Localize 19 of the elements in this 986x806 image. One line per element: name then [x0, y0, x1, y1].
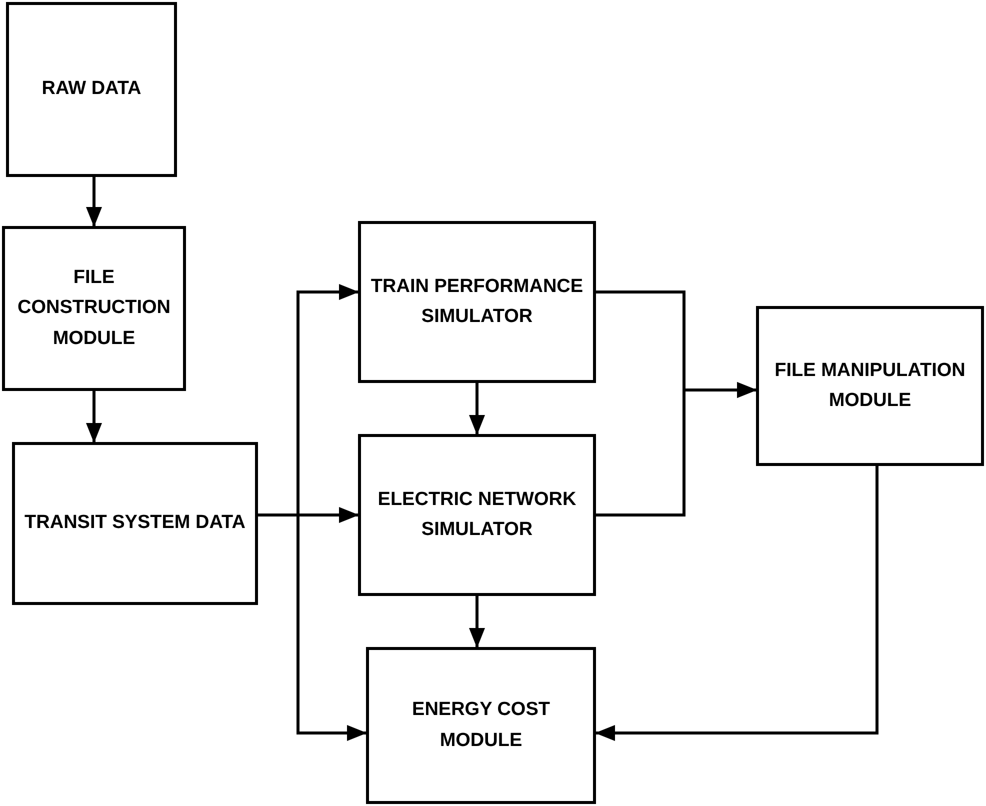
arrow — [86, 177, 102, 227]
arrow — [469, 383, 485, 435]
box-label: ENERGY COST MODULE — [411, 698, 551, 752]
box-label: ELECTRIC NETWORK SIMULATOR — [376, 488, 578, 542]
process-box — [12, 442, 258, 605]
box-label: FILE MANIPULATION MODULE — [774, 358, 966, 413]
box-label: RAW DATA — [42, 77, 142, 102]
process-box — [2, 226, 186, 391]
process-box — [358, 221, 596, 383]
box-label: TRAIN PERFORMANCE SIMULATOR — [370, 274, 584, 329]
arrow — [469, 596, 485, 648]
box-label: FILE CONSTRUCTION MODULE — [16, 266, 172, 351]
arrow — [595, 466, 878, 741]
process-box — [756, 306, 984, 466]
arrow — [86, 391, 102, 443]
process-box — [6, 2, 177, 177]
box-label: TRANSIT SYSTEM DATA — [24, 511, 246, 536]
process-box — [358, 434, 596, 596]
process-box — [366, 647, 596, 804]
